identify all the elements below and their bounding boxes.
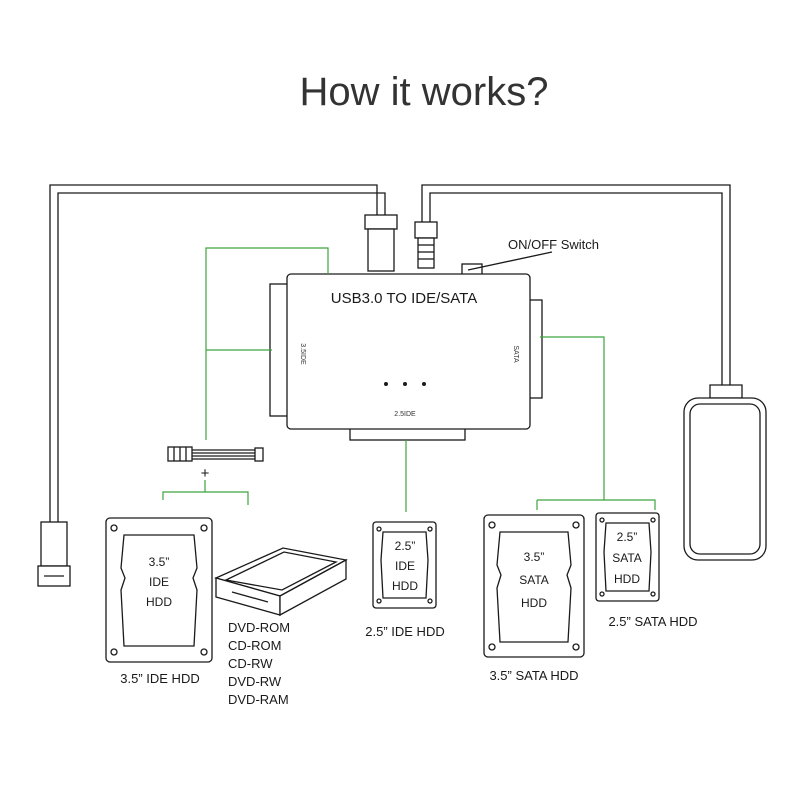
hdd-25-sata-caption: 2.5” SATA HDD [608, 614, 697, 629]
port-label-25ide: 2.5IDE [394, 411, 416, 418]
hdd-25-sata-type: SATA [612, 551, 642, 565]
hdd-35-sata-caption: 3.5” SATA HDD [489, 668, 578, 683]
hdd-35-ide-caption: 3.5” IDE HDD [120, 671, 199, 686]
optical-drive-icon [214, 547, 348, 617]
power-plus-sign: + [201, 465, 210, 482]
converter-box: USB3.0 TO IDE/SATA 3.5IDE SATA 2.5IDE [269, 263, 543, 441]
power-adapter-icon [683, 384, 767, 561]
port-label-35ide: 3.5IDE [299, 343, 306, 365]
hdd-35-sata-size: 3.5” [524, 550, 545, 564]
hdd-25-ide-kind: HDD [392, 579, 418, 593]
page-title: How it works? [300, 70, 549, 114]
led-indicator [403, 382, 407, 386]
hdd-25-ide-type: IDE [395, 559, 415, 573]
connector-lines [162, 247, 656, 512]
optical-item: CD-RW [228, 656, 273, 671]
hdd-25-sata-kind: HDD [614, 572, 640, 586]
optical-item: DVD-RW [228, 674, 282, 689]
optical-item: DVD-RAM [228, 692, 289, 707]
hdd-35-sata-type: SATA [519, 573, 549, 587]
port-label-sata: SATA [512, 345, 519, 363]
optical-item: CD-ROM [228, 638, 281, 653]
usb-cable [49, 184, 398, 522]
switch-pointer-line [467, 251, 553, 271]
optical-item: DVD-ROM [228, 620, 290, 635]
hdd-35-sata-kind: HDD [521, 596, 547, 610]
power-cable [414, 184, 731, 395]
hdd-25-sata-icon [595, 512, 660, 602]
hdd-35-sata-icon [483, 514, 585, 658]
led-indicator [384, 382, 388, 386]
hdd-35-ide-kind: HDD [146, 595, 172, 609]
hdd-25-ide-caption: 2.5” IDE HDD [365, 624, 444, 639]
led-indicator [422, 382, 426, 386]
device-label: USB3.0 TO IDE/SATA [331, 290, 477, 307]
hdd-25-sata-size: 2.5” [617, 530, 638, 544]
switch-label: ON/OFF Switch [508, 237, 599, 252]
hdd-35-ide-type: IDE [149, 575, 169, 589]
hdd-35-ide-icon [105, 517, 213, 663]
hdd-25-ide-size: 2.5” [395, 539, 416, 553]
molex-power-lead [167, 446, 264, 462]
hdd-35-ide-size: 3.5” [149, 555, 170, 569]
usb-a-plug-icon [37, 521, 71, 587]
hdd-25-ide-icon [372, 521, 437, 609]
